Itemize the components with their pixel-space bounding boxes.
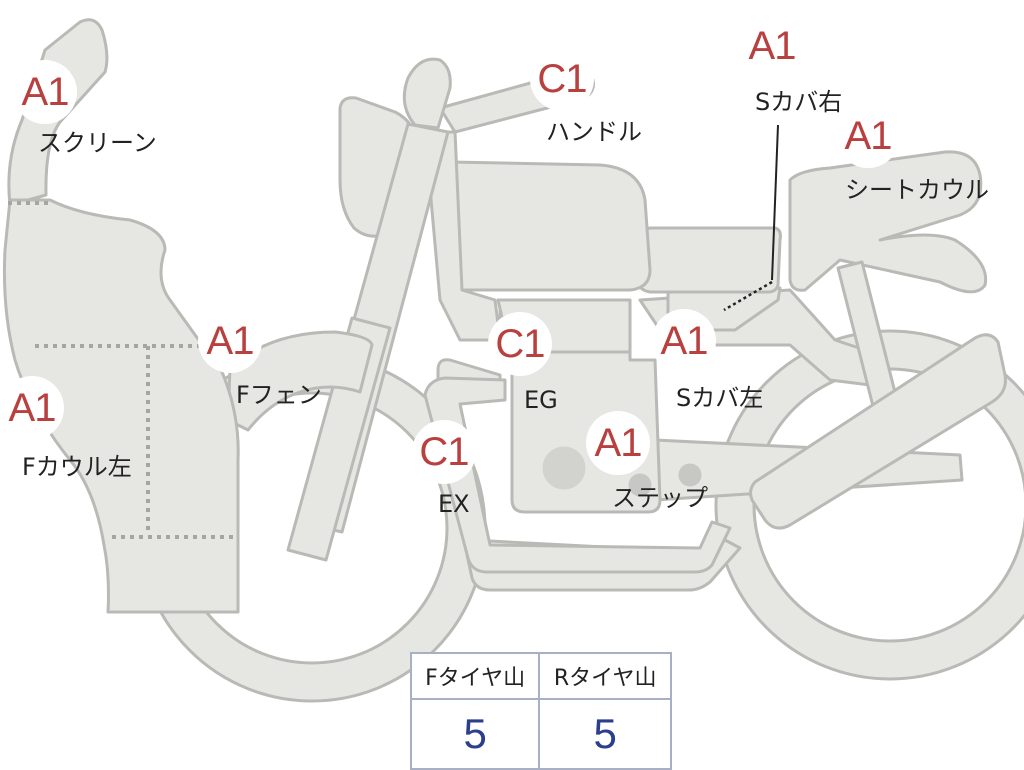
grade-exhaust: C1 (412, 420, 476, 484)
label-exhaust: EX (438, 490, 470, 518)
grade-seat-cowl: A1 (836, 104, 900, 168)
label-engine: EG (524, 386, 558, 414)
seat-shape (636, 226, 782, 294)
seat-cowl-shape (788, 150, 988, 294)
label-screen: スクリーン (38, 129, 157, 157)
grade-s-cover-right: A1 (740, 14, 804, 78)
grade-engine: C1 (488, 312, 552, 376)
front-tire-value: 5 (409, 698, 541, 770)
label-f-cowl-left: Fカウル左 (22, 453, 132, 481)
rear-fender-shape (749, 333, 1007, 530)
mirror (402, 57, 452, 130)
tire-table-header-row: Fタイヤ山 Rタイヤ山 (409, 652, 672, 700)
grade-s-cover-left: A1 (652, 309, 716, 373)
grade-f-cowl-left: A1 (0, 376, 64, 440)
exhaust-pipe (423, 376, 732, 574)
step-peg-2 (678, 463, 702, 487)
label-f-fender: Fフェン (236, 381, 322, 409)
fuel-tank (438, 160, 652, 292)
engine-cover (542, 446, 586, 490)
rear-tire-value: 5 (538, 698, 672, 770)
label-seat-cowl: シートカウル (845, 176, 989, 204)
label-s-cover-left: Sカバ左 (676, 384, 764, 412)
tire-tread-table: Fタイヤ山 Rタイヤ山 5 5 (409, 652, 672, 770)
tire-table-value-row: 5 5 (409, 698, 672, 770)
grade-step: A1 (586, 411, 650, 475)
label-step: ステップ (612, 484, 708, 512)
grade-handle: C1 (530, 47, 594, 111)
rear-wheel (716, 331, 1024, 679)
grade-f-fender: A1 (198, 309, 262, 373)
pointer-line-s-cover-right (771, 124, 779, 281)
step-peg-1 (628, 473, 652, 497)
grade-screen: A1 (13, 60, 77, 124)
rear-wheel-outline-outer (714, 329, 1024, 681)
label-s-cover-right: Sカバ右 (755, 88, 843, 116)
rear-tire-header: Rタイヤ山 (538, 652, 672, 700)
label-handle: ハンドル (546, 118, 642, 146)
front-tire-header: Fタイヤ山 (409, 652, 541, 700)
front-fender-shape (226, 330, 374, 432)
